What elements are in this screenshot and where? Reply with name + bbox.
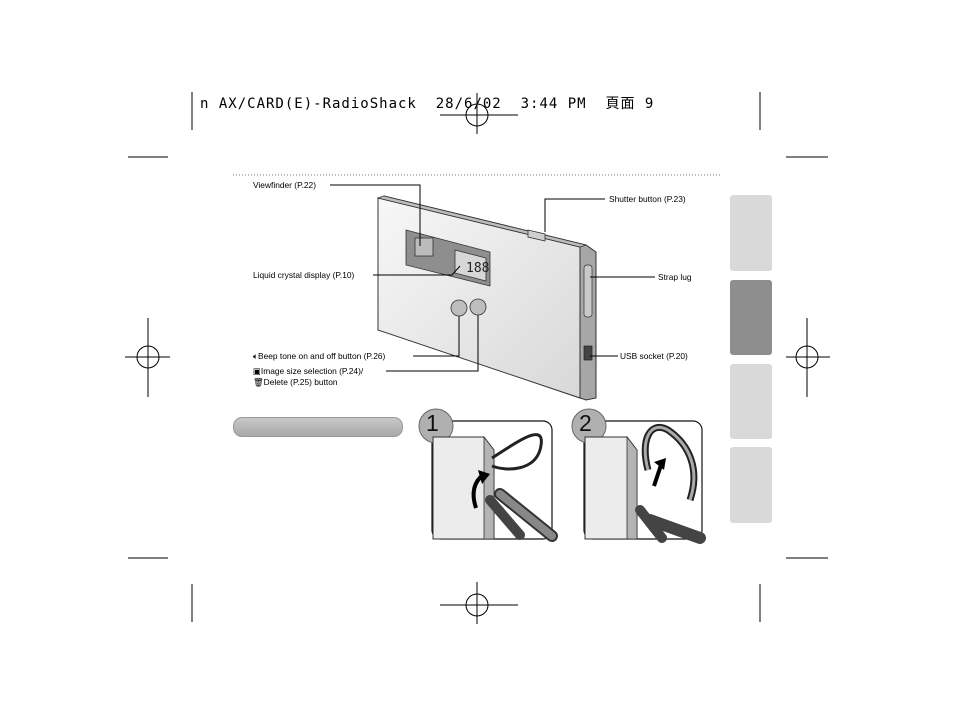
side-tab-1 xyxy=(730,195,772,271)
camera-illustration: 188 xyxy=(378,196,596,400)
lcd-digits: 188 xyxy=(466,261,489,276)
section-heading-bar xyxy=(233,417,403,437)
step-number-2: 2 xyxy=(579,410,592,437)
label-beep-row: 🔈︎Beep tone on and off button (P.26) xyxy=(253,351,385,361)
label-beep: Beep tone on and off button (P.26) xyxy=(258,351,385,361)
viewfinder-window xyxy=(415,238,433,256)
trash-icon: 🗑︎ xyxy=(253,377,264,387)
label-image-size-row: ▣Image size selection (P.24)/ xyxy=(253,366,363,376)
step-number-1: 1 xyxy=(426,410,439,437)
image-size-icon: ▣ xyxy=(253,366,261,376)
side-tab-4 xyxy=(730,447,772,523)
label-delete-row: 🗑︎Delete (P.25) button xyxy=(253,377,338,387)
label-viewfinder: Viewfinder (P.22) xyxy=(253,180,316,190)
step-1-illustration xyxy=(419,409,552,539)
image-size-button xyxy=(470,299,486,315)
label-strap-lug: Strap lug xyxy=(658,272,692,282)
label-usb: USB socket (P.20) xyxy=(620,351,688,361)
label-image-size: Image size selection (P.24)/ xyxy=(261,366,363,376)
beep-button xyxy=(451,300,467,316)
side-tab-2 xyxy=(730,280,772,355)
label-delete: Delete (P.25) button xyxy=(264,377,338,387)
side-tab-3 xyxy=(730,364,772,439)
label-lcd: Liquid crystal display (P.10) xyxy=(253,270,354,280)
label-shutter: Shutter button (P.23) xyxy=(609,194,686,204)
